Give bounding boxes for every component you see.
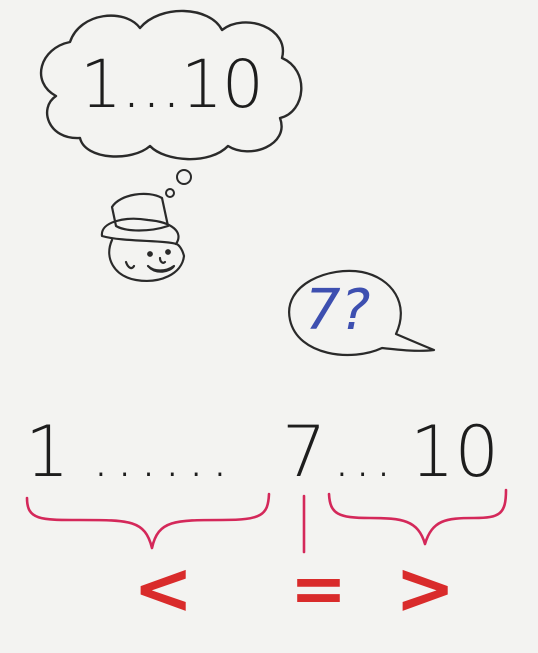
curly-brace-icon-left: [25, 492, 271, 550]
number-line-right-dots: ...: [333, 425, 396, 490]
curly-brace-icon-right: [327, 488, 508, 546]
number-line-start: 1: [25, 411, 70, 493]
speech-guess-text: 7?: [305, 278, 371, 343]
thought-trail-large: [176, 169, 192, 185]
thought-bubble-icon: [39, 9, 303, 161]
number-line-guess: 7: [282, 411, 327, 493]
less-than-symbol: <: [133, 546, 194, 630]
number-line-left-dots: ......: [92, 425, 235, 490]
number-line-end: 10: [410, 411, 500, 493]
speech-bubble-icon: [288, 269, 436, 357]
thought-trail-small: [165, 188, 175, 198]
equal-symbol: =: [290, 550, 347, 629]
person-with-hat-icon: [100, 192, 186, 282]
thought-range-text: 1...10: [80, 46, 264, 123]
comparison-braces: [25, 488, 508, 554]
greater-than-symbol: >: [395, 546, 456, 630]
